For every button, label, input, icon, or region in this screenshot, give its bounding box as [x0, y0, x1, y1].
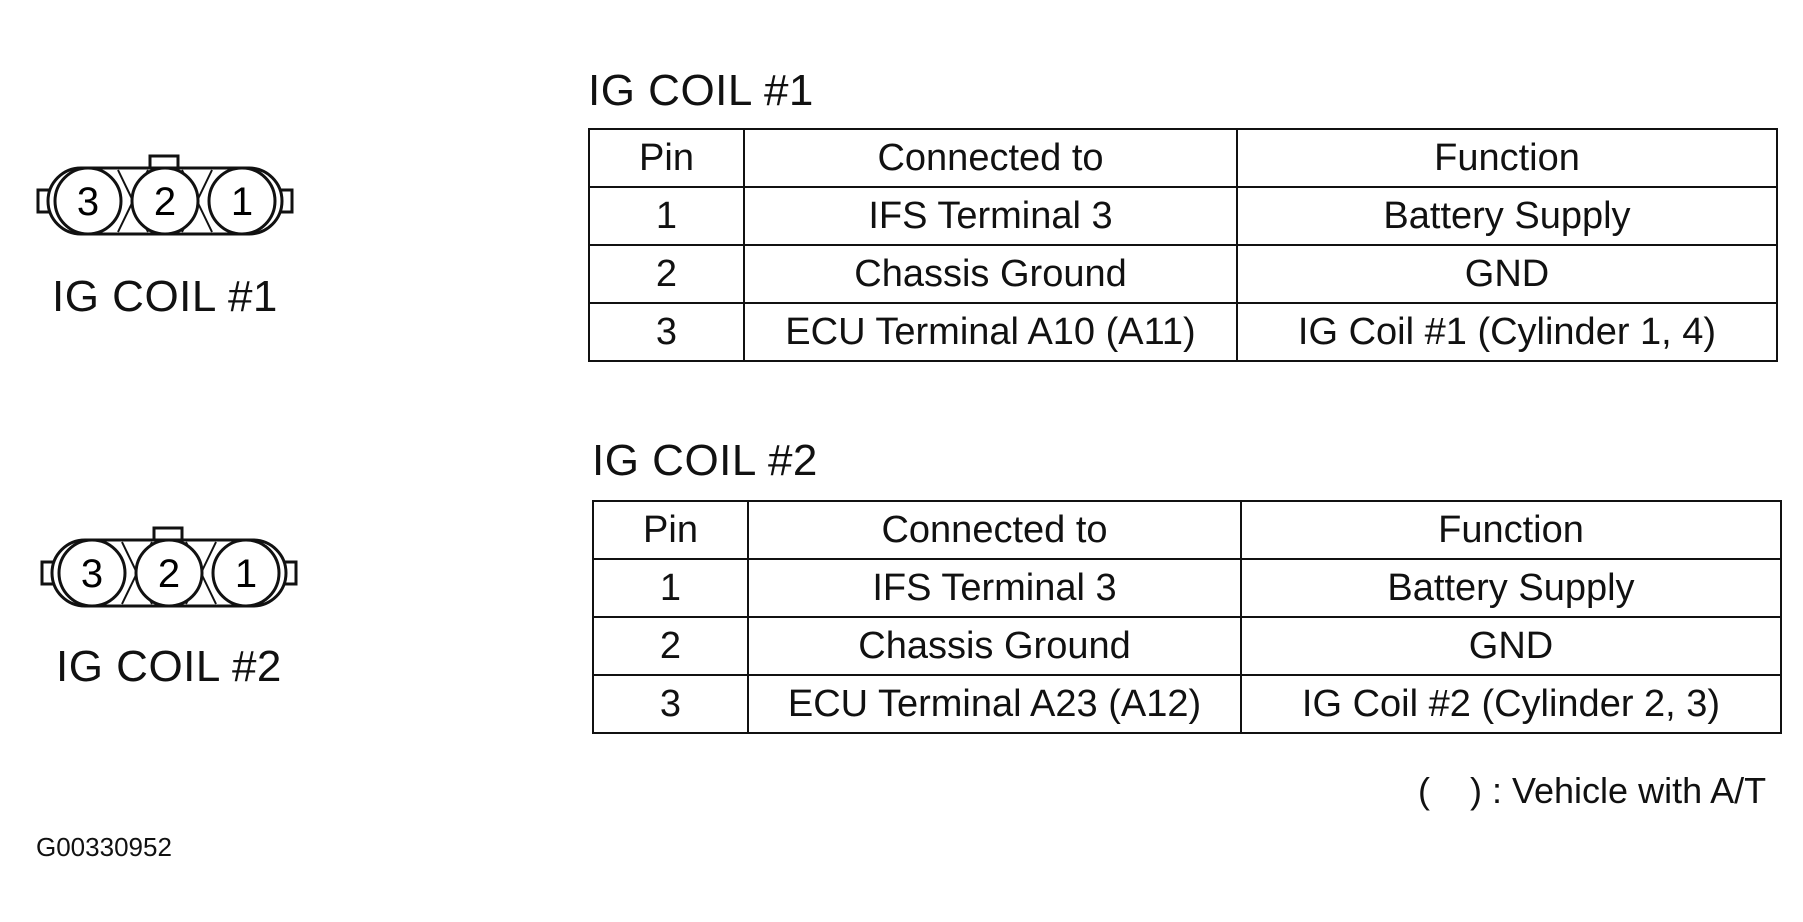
- table-cell: Chassis Ground: [747, 616, 1242, 676]
- table-cell: Battery Supply: [1236, 186, 1778, 246]
- pin-number: 3: [81, 552, 103, 596]
- figure-id: G00330952: [36, 832, 172, 862]
- pin-number: 2: [158, 552, 180, 596]
- pin-table-ig-coil-2: Pin Connected to Function 1 IFS Terminal…: [592, 500, 1782, 734]
- table-cell: 1: [588, 186, 745, 246]
- table-row: 1 IFS Terminal 3 Battery Supply: [592, 558, 1782, 618]
- table-row: 2 Chassis Ground GND: [592, 616, 1782, 676]
- pin-table-ig-coil-1: Pin Connected to Function 1 IFS Terminal…: [588, 128, 1778, 362]
- table-row: 3 ECU Terminal A10 (A11) IG Coil #1 (Cyl…: [588, 302, 1778, 362]
- table-cell: IFS Terminal 3: [747, 558, 1242, 618]
- header-cell: Connected to: [743, 128, 1238, 188]
- connector-label: IG COIL #1: [52, 272, 278, 321]
- connector-diagram-ig-coil-2: 3 2 1: [40, 526, 298, 608]
- footnote: ( ) : Vehicle with A/T: [1418, 770, 1767, 811]
- pin-circle: [57, 538, 127, 608]
- pin-circle: [211, 538, 281, 608]
- pin-number: 1: [235, 552, 257, 596]
- table-cell: GND: [1240, 616, 1782, 676]
- table-cell: GND: [1236, 244, 1778, 304]
- table-cell: 2: [588, 244, 745, 304]
- pin-circle: [53, 166, 123, 236]
- header-cell: Pin: [592, 500, 749, 560]
- pin-circle: [134, 538, 204, 608]
- table-cell: ECU Terminal A10 (A11): [743, 302, 1238, 362]
- header-cell: Function: [1240, 500, 1782, 560]
- table-cell: ECU Terminal A23 (A12): [747, 674, 1242, 734]
- table-cell: 3: [588, 302, 745, 362]
- table-cell: Battery Supply: [1240, 558, 1782, 618]
- pin-number: 2: [154, 180, 176, 224]
- table-cell: 2: [592, 616, 749, 676]
- pin-number: 1: [231, 180, 253, 224]
- table-cell: Chassis Ground: [743, 244, 1238, 304]
- table-header-row: Pin Connected to Function: [592, 500, 1782, 560]
- table-title: IG COIL #2: [592, 436, 818, 485]
- table-row: 2 Chassis Ground GND: [588, 244, 1778, 304]
- pin-circle: [130, 166, 200, 236]
- table-cell: 3: [592, 674, 749, 734]
- pin-number: 3: [77, 180, 99, 224]
- table-cell: 1: [592, 558, 749, 618]
- table-row: 3 ECU Terminal A23 (A12) IG Coil #2 (Cyl…: [592, 674, 1782, 734]
- table-row: 1 IFS Terminal 3 Battery Supply: [588, 186, 1778, 246]
- table-cell: IG Coil #1 (Cylinder 1, 4): [1236, 302, 1778, 362]
- table-cell: IG Coil #2 (Cylinder 2, 3): [1240, 674, 1782, 734]
- connector-diagram-ig-coil-1: 3 2 1: [36, 154, 294, 236]
- header-cell: Function: [1236, 128, 1778, 188]
- table-title: IG COIL #1: [588, 66, 814, 115]
- header-cell: Pin: [588, 128, 745, 188]
- table-header-row: Pin Connected to Function: [588, 128, 1778, 188]
- connector-label: IG COIL #2: [56, 642, 282, 691]
- pin-circle: [207, 166, 277, 236]
- header-cell: Connected to: [747, 500, 1242, 560]
- table-cell: IFS Terminal 3: [743, 186, 1238, 246]
